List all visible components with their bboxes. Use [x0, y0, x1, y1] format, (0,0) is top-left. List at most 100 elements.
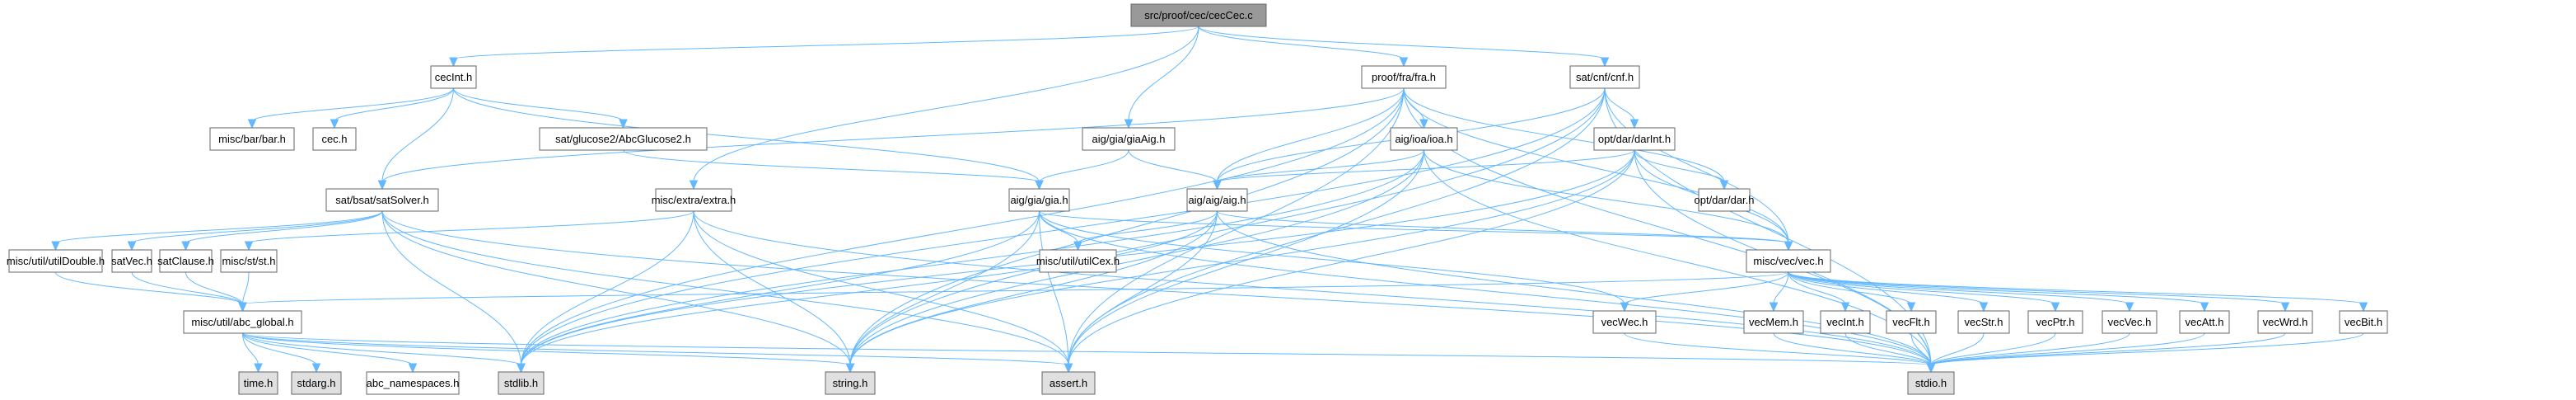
edge-line: [1788, 271, 2130, 305]
edge-vec-to-vecVec: [1788, 271, 2134, 313]
edge-line: [1039, 210, 1069, 366]
node-bar[interactable]: misc/bar/bar.h: [209, 127, 295, 151]
node-label: satClause.h: [157, 255, 214, 267]
node-vecBit[interactable]: vecBit.h: [2339, 310, 2388, 334]
edges-layer: [51, 26, 2368, 374]
edge-line: [185, 271, 243, 305]
edge-line: [1039, 210, 1625, 305]
edge-line: [1198, 26, 1606, 60]
edge-line: [242, 332, 259, 366]
arrowhead-icon: [1906, 302, 1916, 313]
edge-line: [693, 210, 1069, 366]
edge-line: [849, 149, 1635, 366]
node-vecMem[interactable]: vecMem.h: [1743, 310, 1804, 334]
node-satVec[interactable]: satVec.h: [111, 249, 152, 273]
node-glucose2[interactable]: sat/glucose2/AbcGlucose2.h: [539, 127, 708, 151]
node-stdio: stdio.h: [1907, 371, 1955, 395]
edge-extra-to-stdio: [693, 210, 1936, 374]
node-vecStr[interactable]: vecStr.h: [1957, 310, 2010, 334]
node-cnf[interactable]: sat/cnf/cnf.h: [1569, 65, 1640, 89]
node-label: opt/dar/dar.h: [1695, 194, 1755, 206]
arrowhead-icon: [2280, 302, 2290, 313]
arrowhead-icon: [1629, 119, 1639, 129]
edge-gia-to-assert: [1039, 210, 1073, 374]
edge-line: [521, 210, 1040, 366]
edge-line: [1039, 210, 1789, 244]
edge-abcGlobal-to-abcNamespaces: [242, 332, 418, 374]
node-box: [1886, 310, 1937, 334]
arrowhead-icon: [1719, 180, 1729, 191]
edge-vec-to-vecStr: [1788, 271, 1989, 313]
node-extra[interactable]: misc/extra/extra.h: [652, 188, 736, 212]
node-giaAig[interactable]: aig/gia/giaAig.h: [1082, 127, 1176, 151]
node-root[interactable]: src/proof/cec/cecCec.c: [1130, 3, 1267, 27]
edge-satSolver-to-satVec: [127, 210, 383, 252]
edge-line: [521, 210, 694, 366]
node-box: [1820, 310, 1871, 334]
node-vecVec[interactable]: vecVec.h: [2101, 310, 2158, 334]
node-vecAtt[interactable]: vecAtt.h: [2179, 310, 2230, 334]
node-cecInt[interactable]: cecInt.h: [430, 65, 477, 89]
node-fra[interactable]: proof/fra/fra.h: [1361, 65, 1447, 89]
node-box: [2339, 310, 2388, 334]
arrowhead-icon: [244, 241, 254, 252]
edge-line: [1078, 210, 1218, 244]
node-box: [1957, 310, 2010, 334]
node-vecWec[interactable]: vecWec.h: [1592, 310, 1657, 334]
edge-vec-to-vecInt: [1788, 271, 1850, 313]
edge-abcGlobal-to-assert: [242, 332, 1073, 374]
node-vecFlt[interactable]: vecFlt.h: [1886, 310, 1937, 334]
edge-line: [1788, 271, 1846, 305]
edge-line: [55, 271, 243, 305]
node-cec[interactable]: cec.h: [312, 127, 357, 151]
node-abcGlobal[interactable]: misc/util/abc_global.h: [183, 310, 302, 334]
edge-vec-to-vecAtt: [1788, 271, 2209, 313]
edge-vec-to-vecFlt: [1788, 271, 1916, 313]
edge-line: [1788, 271, 1912, 305]
edge-abcGlobal-to-stdarg: [242, 332, 321, 374]
node-box: [1041, 371, 1096, 395]
edge-vecAtt-to-stdio: [1926, 332, 2205, 374]
node-abcNamespaces[interactable]: abc_namespaces.h: [366, 371, 460, 395]
arrowhead-icon: [689, 180, 699, 191]
edge-fra-to-satSolver: [377, 87, 1405, 191]
node-ioa[interactable]: aig/ioa/ioa.h: [1390, 127, 1458, 151]
edge-line: [453, 87, 624, 122]
node-vecInt[interactable]: vecInt.h: [1820, 310, 1871, 334]
edge-line: [849, 87, 1606, 366]
edge-glucose2-to-gia: [623, 149, 1044, 191]
node-dar[interactable]: opt/dar/dar.h: [1695, 188, 1755, 212]
node-label: misc/st/st.h: [222, 255, 275, 267]
edge-line: [242, 332, 317, 366]
edge-darInt-to-aig: [1213, 149, 1635, 191]
node-satSolver[interactable]: sat/bsat/satSolver.h: [325, 188, 439, 212]
edge-extra-to-stdlib: [517, 210, 694, 374]
edge-line: [1403, 87, 1725, 183]
edge-line: [1930, 332, 2286, 366]
node-satClause[interactable]: satClause.h: [157, 249, 214, 273]
node-darInt[interactable]: opt/dar/darInt.h: [1593, 127, 1676, 151]
arrowhead-icon: [127, 241, 137, 252]
node-st[interactable]: misc/st/st.h: [220, 249, 278, 273]
edge-vec-to-abcGlobal: [238, 271, 1789, 313]
arrowhead-icon: [247, 119, 257, 129]
node-label: vecAtt.h: [2186, 316, 2224, 328]
edge-line: [521, 210, 1218, 366]
edge-aig-to-assert: [1064, 210, 1218, 374]
node-vecPtr[interactable]: vecPtr.h: [2027, 310, 2083, 334]
node-utilCex[interactable]: misc/util/utilCex.h: [1036, 249, 1120, 273]
node-utilDouble[interactable]: misc/util/utilDouble.h: [7, 249, 105, 273]
node-box: [1082, 127, 1176, 151]
edge-vec-to-vecWrd: [1788, 271, 2290, 313]
node-label: proof/fra/fra.h: [1372, 71, 1436, 83]
edge-line: [1788, 271, 2205, 305]
edge-cnf-to-vec: [1604, 87, 1793, 252]
node-stdlib: stdlib.h: [498, 371, 545, 395]
node-vec[interactable]: misc/vec/vec.h: [1746, 249, 1831, 273]
node-box: [1746, 249, 1831, 273]
node-aig[interactable]: aig/aig/aig.h: [1186, 188, 1248, 212]
edge-line: [251, 87, 454, 122]
node-label: cec.h: [321, 133, 347, 145]
node-gia[interactable]: aig/gia/gia.h: [1008, 188, 1070, 212]
node-vecWrd[interactable]: vecWrd.h: [2257, 310, 2313, 334]
